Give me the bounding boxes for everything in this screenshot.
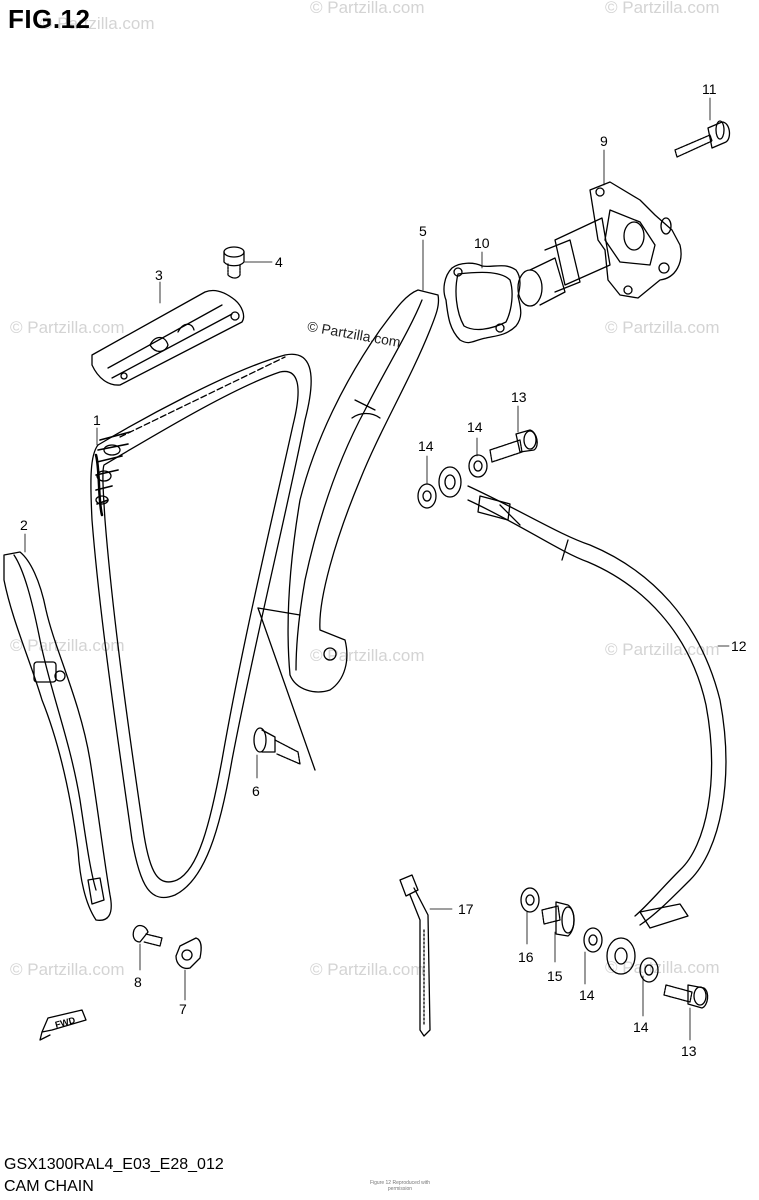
- fwd-arrow: [39, 1009, 87, 1041]
- callout-14: 14: [467, 419, 483, 435]
- callout-15: 15: [547, 968, 563, 984]
- fitting-part-15: [541, 901, 575, 937]
- callout-9: 9: [600, 133, 608, 149]
- callout-16: 16: [518, 949, 534, 965]
- callouts: 1 2 3 4 5 6 7 8 9 10 11 12 13 13 14 14 1…: [20, 81, 747, 1059]
- watermark: © Partzilla.com: [605, 640, 720, 659]
- callout-6: 6: [252, 783, 260, 799]
- cam-chain-guide-part-2: [3, 551, 112, 921]
- washer-part-14: [417, 483, 437, 509]
- screw-part-8: [132, 924, 163, 947]
- callout-17: 17: [458, 901, 474, 917]
- washer-plate-part-7: [175, 937, 202, 970]
- bolt-part-4: [223, 246, 245, 279]
- chain-guide-top-part-3: [91, 289, 245, 386]
- guide-bolt-part-6: [253, 727, 301, 765]
- callout-4: 4: [275, 254, 283, 270]
- diagram-title: CAM CHAIN: [4, 1178, 94, 1195]
- callout-2: 2: [20, 517, 28, 533]
- callout-13-upper: 13: [511, 389, 527, 405]
- watermark: © Partzilla.com: [310, 960, 425, 979]
- oil-hose-part-12: [467, 485, 727, 929]
- chain-guide-right-part-5: [257, 289, 440, 771]
- callout-14: 14: [418, 438, 434, 454]
- model-code: GSX1300RAL4_E03_E28_012: [4, 1156, 224, 1173]
- gasket-part-10: [443, 262, 522, 344]
- leader-lines: [24, 97, 730, 1041]
- hose-banjo-upper: [438, 466, 462, 498]
- washer-part-14: [583, 927, 603, 953]
- union-bolt-part-13: [663, 984, 709, 1009]
- washer-part-14: [639, 957, 659, 983]
- callout-7: 7: [179, 1001, 187, 1017]
- bolt-part-11: [674, 120, 731, 158]
- tensioner-adjuster-part-9: [517, 181, 682, 307]
- callout-14: 14: [579, 987, 595, 1003]
- callout-11: 11: [702, 81, 717, 97]
- cam-chain-part-1: [90, 353, 312, 899]
- callout-8: 8: [134, 974, 142, 990]
- callout-10: 10: [474, 235, 490, 251]
- washer-part-16: [520, 887, 540, 913]
- callout-14: 14: [633, 1019, 649, 1035]
- figure-title: FIG.12: [8, 4, 91, 34]
- watermark: © Partzilla.com: [310, 0, 425, 17]
- watermark: © Partzilla.com: [10, 960, 125, 979]
- callout-13-lower: 13: [681, 1043, 697, 1059]
- callout-3: 3: [155, 267, 163, 283]
- watermark: © Partzilla.com: [10, 636, 125, 655]
- washer-part-14: [468, 454, 488, 478]
- footer-note: Figure 12 Reproduced with permission: [369, 1180, 431, 1192]
- watermark: © Partzilla.com: [605, 0, 720, 17]
- watermark: © Partzilla.com: [605, 318, 720, 337]
- callout-12: 12: [731, 638, 747, 654]
- hose-banjo-lower: [606, 937, 636, 975]
- callout-5: 5: [419, 223, 427, 239]
- watermark: © Partzilla.com: [310, 646, 425, 665]
- cable-tie-part-17: [399, 874, 431, 1037]
- watermark: © Partzilla.com: [40, 14, 155, 33]
- union-bolt-part-13: [489, 429, 538, 463]
- watermark: © Partzilla.com: [10, 318, 125, 337]
- callout-1: 1: [93, 412, 101, 428]
